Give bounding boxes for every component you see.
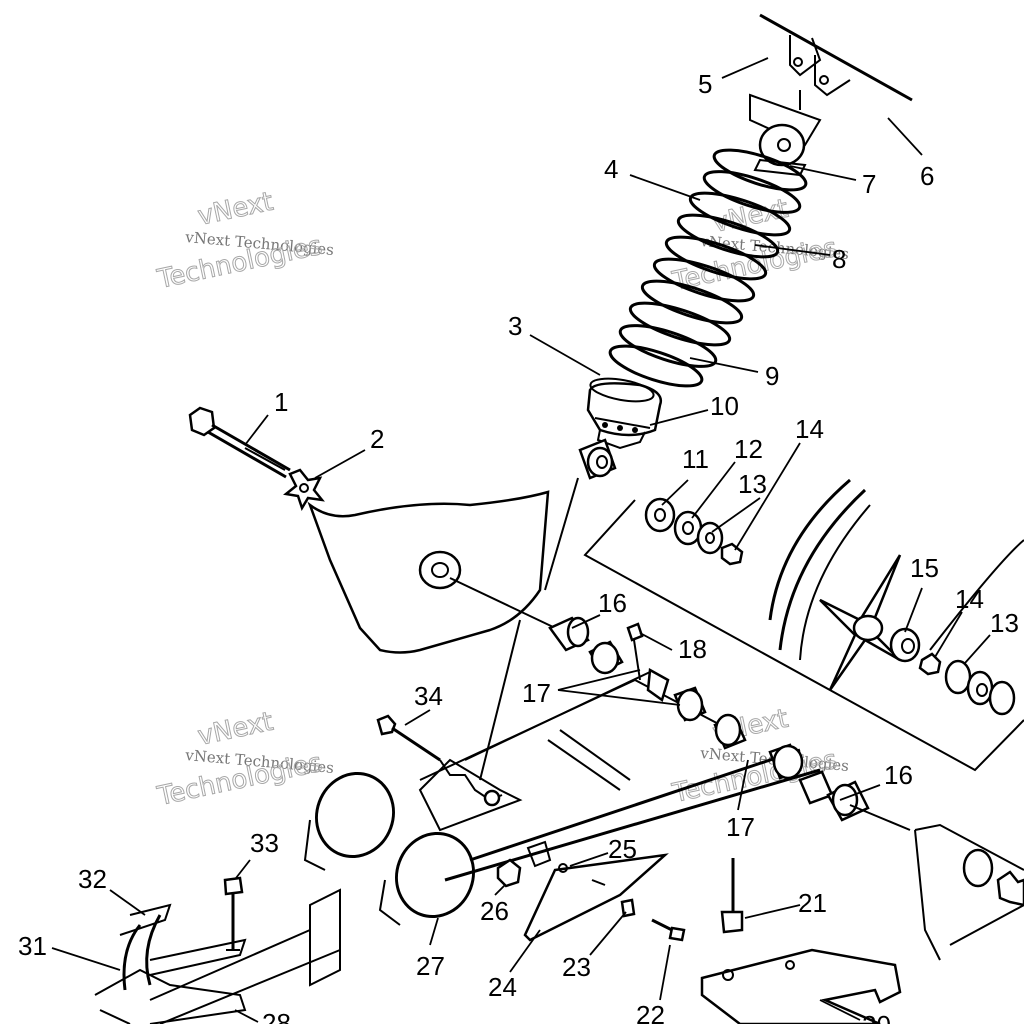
callout-31: 31: [18, 931, 47, 961]
right-lower-plate: [914, 823, 1024, 961]
watermark-left-bottom: vNext vNext Technologies Technologies: [154, 706, 335, 812]
callout-34: 34: [414, 681, 443, 711]
bolt-22: [651, 918, 686, 942]
star-washer-2: [283, 468, 325, 511]
callout-1: 1: [274, 387, 288, 417]
callout-6: 6: [920, 161, 934, 191]
callout-10: 10: [710, 391, 739, 421]
callout-16: 16: [598, 588, 627, 618]
callout-labels: 5 6 7 4 8 3 9 10 1 2 11 12 13 14 15 14 1…: [18, 69, 1019, 1024]
callout-28: 28: [262, 1008, 291, 1024]
left-side-plate: [307, 490, 571, 654]
spacer-group-upper-right: [583, 478, 1024, 772]
shock-spring: [608, 148, 808, 388]
callout-27: 27: [416, 951, 445, 981]
bracket-24: [523, 853, 669, 942]
bracket-32: [119, 903, 247, 991]
callout-22: 22: [636, 1000, 665, 1024]
bolt-1: [188, 406, 291, 479]
bracket-31: [94, 968, 247, 1024]
callout-26: 26: [480, 896, 509, 926]
callout-8: 8: [832, 244, 846, 274]
callout-17b: 17: [726, 812, 755, 842]
watermark-text: vNext: [195, 187, 276, 232]
callout-25: 25: [608, 834, 637, 864]
callout-13: 13: [738, 469, 767, 499]
shock-absorber: [479, 123, 808, 781]
bushings-left: [548, 616, 707, 722]
callout-12: 12: [734, 434, 763, 464]
callout-5: 5: [698, 69, 712, 99]
watermark-left-top: vNext vNext Technologies Technologies: [154, 186, 335, 295]
callout-20: 20: [862, 1010, 891, 1024]
callout-18: 18: [678, 634, 707, 664]
callout-33: 33: [250, 828, 279, 858]
leader-lines: [51, 57, 991, 1023]
callout-11: 11: [682, 444, 709, 474]
callout-9: 9: [765, 361, 779, 391]
callout-17: 17: [522, 678, 551, 708]
plate-20: [700, 948, 902, 1024]
callout-13b: 13: [990, 608, 1019, 638]
callout-32: 32: [78, 864, 107, 894]
callout-3: 3: [508, 311, 522, 341]
callout-7: 7: [862, 169, 876, 199]
callout-16b: 16: [884, 760, 913, 790]
callout-14: 14: [795, 414, 824, 444]
callout-15: 15: [910, 553, 939, 583]
callout-14b: 14: [955, 584, 984, 614]
callout-21: 21: [798, 888, 827, 918]
watermark-text: vNext: [195, 707, 276, 752]
callout-24: 24: [488, 972, 517, 1002]
bolt-33: [223, 876, 244, 951]
callout-23: 23: [562, 952, 591, 982]
bolt-34: [376, 714, 503, 807]
nut-26: [496, 840, 552, 888]
callout-2: 2: [370, 424, 384, 454]
bushings-right: [713, 713, 911, 831]
callout-4: 4: [604, 154, 618, 184]
pin-21: [720, 858, 744, 934]
